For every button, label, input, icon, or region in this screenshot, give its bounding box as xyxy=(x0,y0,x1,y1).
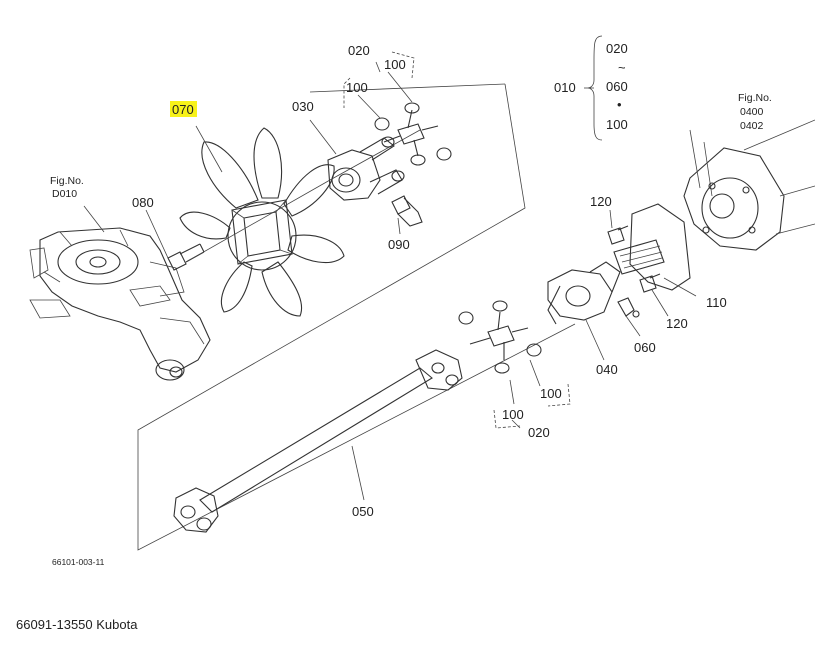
leader-lines xyxy=(83,61,697,501)
range-tilde: ~ xyxy=(618,60,626,75)
label-100-b: 100 xyxy=(346,80,368,95)
label-090: 090 xyxy=(388,237,410,252)
label-020-top: 020 xyxy=(348,43,370,58)
label-070: 070 xyxy=(172,102,194,117)
axle-housing-drawing xyxy=(683,119,815,251)
range-dot: • xyxy=(617,97,622,112)
fig-ref-right-code2: 0402 xyxy=(740,120,764,132)
label-120-upper: 120 xyxy=(590,194,612,209)
label-050: 050 xyxy=(352,504,374,519)
fan-070-drawing xyxy=(179,127,345,317)
drawing-code: 66101-003-11 xyxy=(52,557,105,567)
label-100-d: 100 xyxy=(502,407,524,422)
spider-joint-upper-drawing xyxy=(374,102,452,166)
engine-block-drawing xyxy=(29,227,211,381)
label-100-range: 100 xyxy=(606,117,628,132)
propeller-shaft-050-drawing xyxy=(173,349,463,533)
grease-nipple-060-drawing xyxy=(617,297,640,318)
group-brackets xyxy=(343,51,571,429)
fig-ref-right-title: Fig.No. xyxy=(738,92,772,104)
label-040: 040 xyxy=(596,362,618,377)
flange-yoke-030-drawing xyxy=(327,136,405,201)
label-080: 080 xyxy=(132,195,154,210)
highlight-070 xyxy=(170,101,197,117)
part-caption: 66091-13550 Kubota xyxy=(16,617,138,632)
label-020-bottom: 020 xyxy=(528,425,550,440)
label-010: 010 xyxy=(554,80,576,95)
parts-diagram: 070 080 030 020 100 100 090 120 110 120 … xyxy=(29,35,815,567)
fig-ref-right-code1: 0400 xyxy=(740,106,764,118)
bolt-080-drawing xyxy=(167,243,205,271)
bolt-120-lower-drawing xyxy=(639,273,661,293)
label-020-range: 020 xyxy=(606,41,628,56)
flange-110-drawing xyxy=(613,203,691,291)
label-120-lower: 120 xyxy=(666,316,688,331)
center-axis-line xyxy=(185,129,421,263)
label-060-range: 060 xyxy=(606,79,628,94)
part-range-legend: 010 020 ~ 060 • 100 xyxy=(554,35,628,141)
label-100-c: 100 xyxy=(540,386,562,401)
bolt-120-upper-drawing xyxy=(607,225,629,245)
fig-ref-left-code: D010 xyxy=(52,188,77,200)
label-030: 030 xyxy=(292,99,314,114)
label-110: 110 xyxy=(706,295,727,310)
label-100-a: 100 xyxy=(384,57,406,72)
fig-ref-left-title: Fig.No. xyxy=(50,175,84,187)
yoke-040-drawing xyxy=(547,261,621,325)
assembly-bracket-lines xyxy=(137,83,576,551)
spider-joint-lower-drawing xyxy=(458,300,542,374)
bolt-090-drawing xyxy=(391,195,423,227)
label-060: 060 xyxy=(634,340,656,355)
